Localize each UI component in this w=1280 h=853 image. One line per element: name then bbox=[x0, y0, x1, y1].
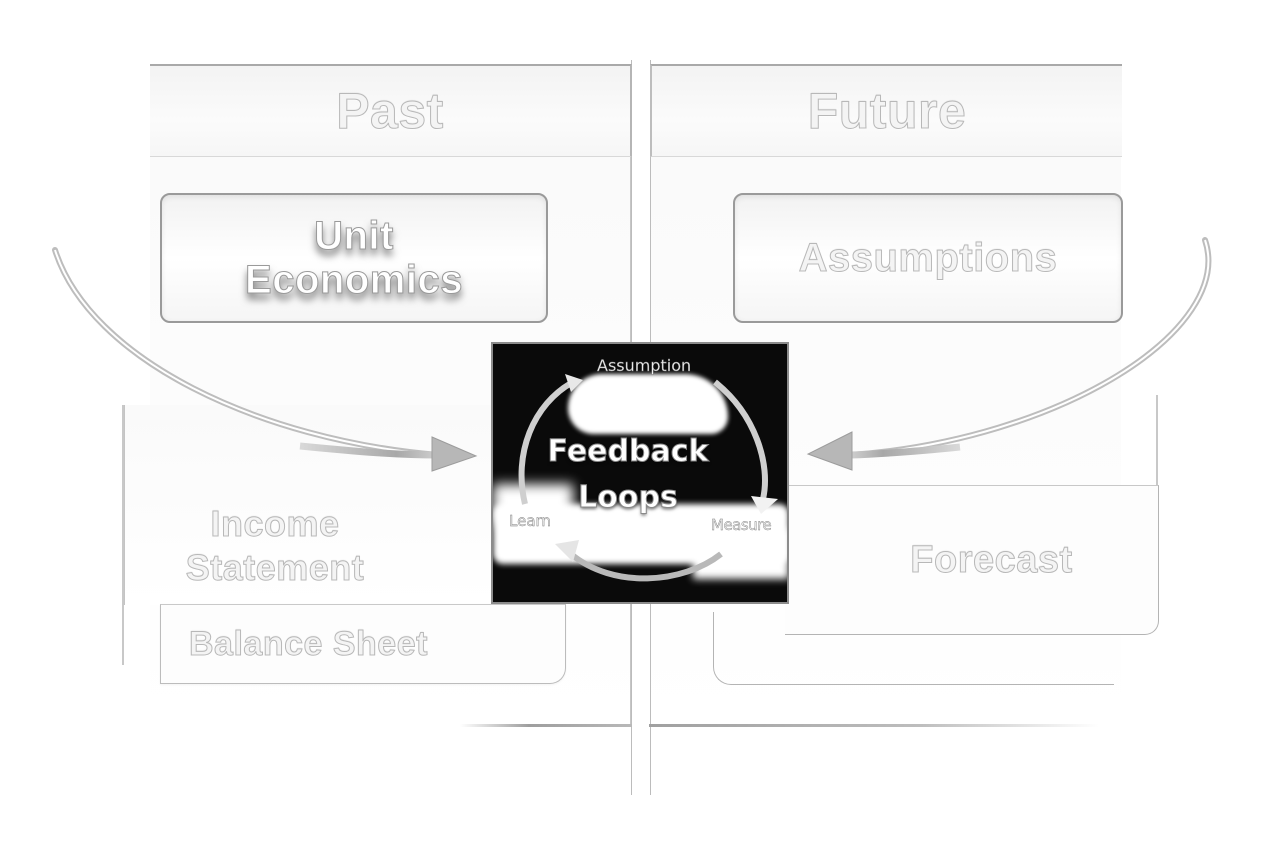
income-statement-box: Income Statement bbox=[124, 405, 494, 605]
unit-economics-label: Unit Economics bbox=[245, 214, 463, 303]
income-statement-rule bbox=[122, 405, 124, 665]
forecast-rule bbox=[1156, 395, 1158, 490]
balance-sheet-box: Balance Sheet bbox=[160, 604, 566, 684]
step-learn: Learn bbox=[509, 512, 551, 530]
forecast-label: Forecast bbox=[910, 539, 1073, 582]
past-title: Past bbox=[336, 83, 444, 140]
cycle-arrows-icon bbox=[518, 374, 778, 582]
highlight-blob bbox=[568, 374, 728, 434]
highlight-blob bbox=[693, 529, 787, 579]
income-statement-label: Income Statement bbox=[185, 503, 365, 589]
feedback-title-line2: Loops bbox=[578, 480, 679, 516]
balance-sheet-label: Balance Sheet bbox=[189, 625, 428, 664]
future-header: Future bbox=[650, 64, 1122, 157]
past-baseline bbox=[460, 724, 632, 727]
forecast-box: Forecast bbox=[785, 485, 1159, 635]
past-header: Past bbox=[150, 64, 632, 157]
unit-economics-box: Unit Economics bbox=[160, 193, 548, 323]
feedback-title-line1: Feedback bbox=[547, 434, 709, 470]
step-measure: Measure bbox=[711, 516, 772, 534]
forecast-underlay bbox=[713, 612, 1114, 685]
future-baseline bbox=[649, 724, 1099, 727]
future-title: Future bbox=[807, 83, 967, 140]
assumptions-label: Assumptions bbox=[798, 236, 1058, 281]
feedback-loop-box: Feedback Loops Assumption Measure Learn bbox=[491, 342, 789, 604]
assumptions-box: Assumptions bbox=[733, 193, 1123, 323]
step-assumption: Assumption bbox=[597, 356, 692, 375]
